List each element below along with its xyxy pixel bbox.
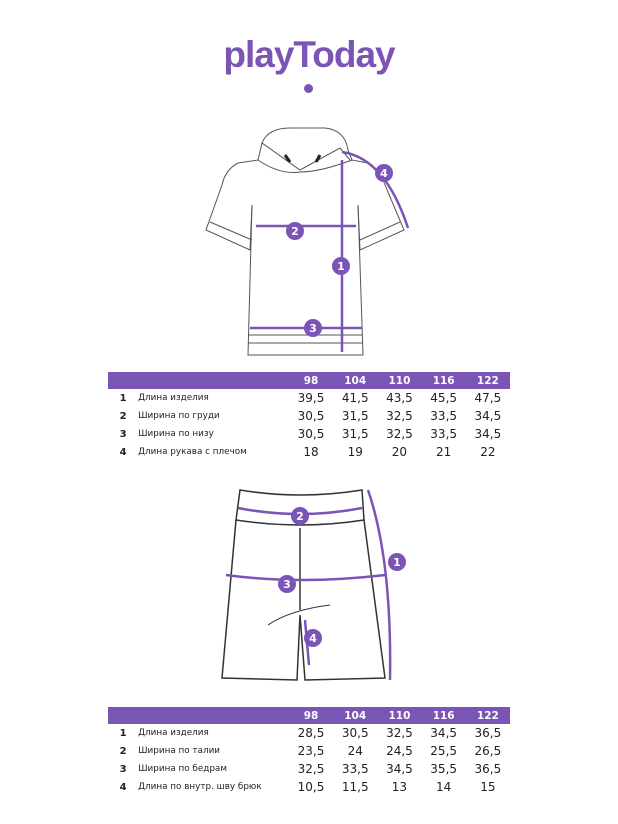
- marker-1: 1: [337, 260, 345, 273]
- cell: 30,5: [341, 726, 369, 740]
- cell: 18: [303, 445, 319, 459]
- cell: 45,5: [430, 391, 458, 405]
- size-col: 116: [421, 707, 466, 724]
- size-header-row: 98 104 110 116 122: [108, 707, 510, 724]
- row-label: Ширина по груди: [138, 411, 220, 421]
- row-number: 1: [119, 392, 127, 404]
- cell: 35,5: [430, 762, 458, 776]
- cell: 11,5: [341, 780, 369, 794]
- marker-3: 3: [283, 578, 291, 591]
- table-row: 2 Ширина по талии 23,5 24 24,5 25,5 26,5: [108, 742, 510, 760]
- marker-3: 3: [309, 322, 317, 335]
- size-col: 110: [377, 707, 422, 724]
- cell: 25,5: [430, 744, 458, 758]
- logo-dot: [304, 84, 313, 93]
- cell: 32,5: [297, 762, 325, 776]
- size-col: 122: [465, 372, 510, 389]
- table-row: 2 Ширина по груди 30,5 31,5 32,5 33,5 34,5: [108, 407, 510, 425]
- cell: 31,5: [341, 427, 369, 441]
- cell: 13: [391, 780, 408, 794]
- cell: 47,5: [474, 391, 502, 405]
- cell: 32,5: [386, 409, 413, 423]
- row-number: 1: [119, 727, 127, 739]
- table-row: 4 Длина по внутр. шву брюк 10,5 11,5 13 14 15: [108, 778, 510, 796]
- cell: 30,5: [297, 409, 325, 423]
- row-number: 2: [119, 410, 127, 422]
- marker-2: 2: [296, 510, 304, 523]
- cell: 15: [480, 780, 496, 794]
- cell: 33,5: [430, 427, 458, 441]
- cell: 31,5: [341, 409, 369, 423]
- cell: 24,5: [386, 744, 413, 758]
- row-number: 3: [119, 763, 127, 775]
- cell: 24: [347, 744, 363, 758]
- brand-logo: playToday: [223, 34, 395, 75]
- cell: 36,5: [474, 726, 502, 740]
- table-row: 3 Ширина по бедрам 32,5 33,5 34,5 35,5 36,5: [108, 760, 510, 778]
- row-number: 2: [119, 745, 127, 757]
- row-number: 4: [119, 446, 127, 458]
- cell: 43,5: [386, 391, 413, 405]
- row-number: 4: [119, 781, 127, 793]
- size-col: 98: [288, 372, 334, 389]
- cell: 22: [480, 445, 496, 459]
- shorts-size-table: 98 104 110 116 122 1 Длина изделия 28,5 30,…: [108, 707, 510, 796]
- cell: 33,5: [341, 762, 369, 776]
- cell: 20: [391, 445, 408, 459]
- row-label: Ширина по низу: [138, 429, 214, 439]
- cell: 10,5: [297, 780, 325, 794]
- cell: 41,5: [341, 391, 369, 405]
- hoodie-diagram: 1 2 3 4: [205, 127, 410, 356]
- cell: 34,5: [430, 726, 458, 740]
- hoodie-size-table: 98 104 110 116 122 1 Длина изделия 39,5 41,…: [108, 372, 510, 461]
- size-header-row: 98 104 110 116 122: [108, 372, 510, 389]
- cell: 19: [347, 445, 363, 459]
- marker-4: 4: [380, 167, 388, 180]
- cell: 34,5: [386, 762, 413, 776]
- marker-1: 1: [393, 556, 401, 569]
- cell: 32,5: [386, 427, 413, 441]
- row-label: Ширина по бедрам: [138, 764, 227, 774]
- row-label: Длина по внутр. шву брюк: [138, 782, 262, 792]
- cell: 14: [436, 780, 452, 794]
- cell: 34,5: [474, 427, 502, 441]
- table-row: 4 Длина рукава с плечом 18 19 20 21 22: [108, 443, 510, 461]
- row-label: Длина изделия: [138, 728, 209, 738]
- marker-2: 2: [291, 225, 299, 238]
- size-col: 104: [333, 707, 378, 724]
- shorts-diagram: 1 2 3 4: [221, 489, 406, 681]
- size-col: 110: [377, 372, 422, 389]
- row-label: Ширина по талии: [138, 746, 221, 756]
- size-col: 98: [288, 707, 334, 724]
- size-col: 104: [333, 372, 378, 389]
- cell: 30,5: [297, 427, 325, 441]
- cell: 28,5: [297, 726, 325, 740]
- row-label: Длина рукава с плечом: [138, 447, 247, 457]
- cell: 33,5: [430, 409, 458, 423]
- cell: 21: [436, 445, 452, 459]
- row-number: 3: [119, 428, 127, 440]
- cell: 26,5: [474, 744, 502, 758]
- cell: 23,5: [297, 744, 325, 758]
- cell: 34,5: [474, 409, 502, 423]
- cell: 39,5: [297, 391, 325, 405]
- cell: 36,5: [474, 762, 502, 776]
- size-col: 116: [421, 372, 466, 389]
- row-label: Длина изделия: [138, 393, 209, 403]
- cell: 32,5: [386, 726, 413, 740]
- table-row: 1 Длина изделия 39,5 41,5 43,5 45,5 47,5: [108, 389, 510, 407]
- size-col: 122: [465, 707, 510, 724]
- table-row: 3 Ширина по низу 30,5 31,5 32,5 33,5 34,5: [108, 425, 510, 443]
- table-row: 1 Длина изделия 28,5 30,5 32,5 34,5 36,5: [108, 724, 510, 742]
- marker-4: 4: [309, 632, 317, 645]
